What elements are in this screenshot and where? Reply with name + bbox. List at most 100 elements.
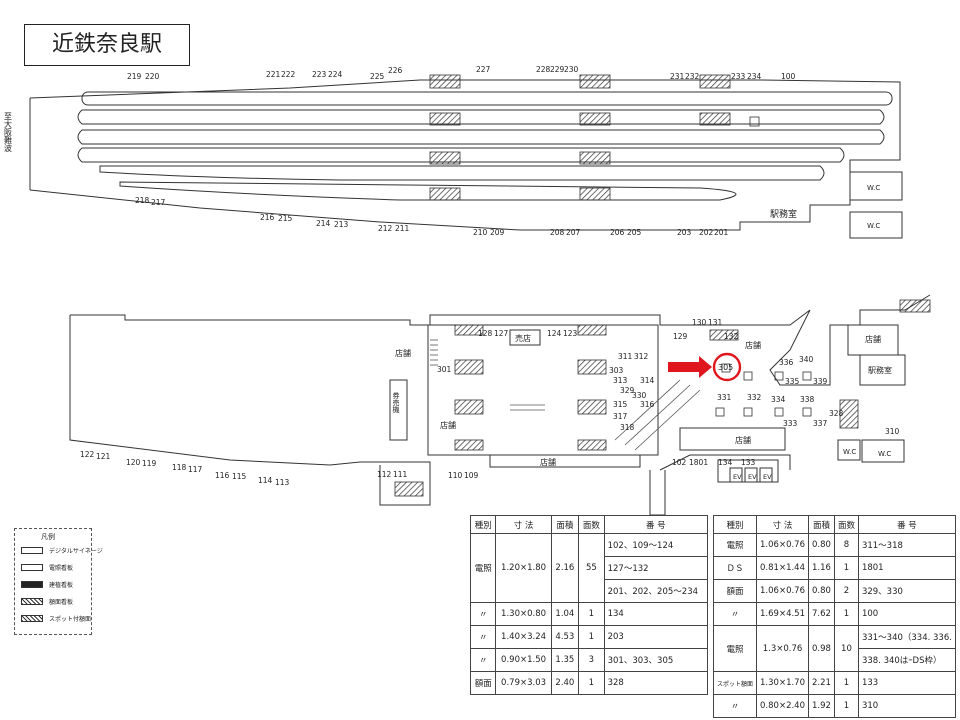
page-title: 近鉄奈良駅 xyxy=(24,24,190,66)
framed-sign-icon xyxy=(21,598,43,605)
svg-text:316: 316 xyxy=(640,400,655,409)
svg-text:313: 313 xyxy=(613,376,628,385)
sign-number: 100 xyxy=(781,72,796,81)
ticket-machine-label: 券売機 xyxy=(392,391,400,414)
lower-number-labels: 128 127 124 123 130 131 129 132 311 312 … xyxy=(80,318,900,487)
svg-text:102: 102 xyxy=(672,458,687,467)
svg-text:332: 332 xyxy=(747,393,762,402)
svg-text:303: 303 xyxy=(609,366,624,375)
sign-number: 206 xyxy=(610,228,625,237)
svg-text:339: 339 xyxy=(813,377,828,386)
svg-text:120: 120 xyxy=(126,458,141,467)
upper-bottom-number-labels: 218 217 216 215 214 213 212 211 210 209 … xyxy=(135,196,729,237)
highlight-number: 305 xyxy=(718,363,733,372)
svg-text:122: 122 xyxy=(80,450,95,459)
col-number: 番 号 xyxy=(603,515,709,534)
lower-station-office: 駅務室 xyxy=(868,365,892,375)
sign-number: 213 xyxy=(334,220,349,229)
shop-label: 店舗 xyxy=(865,334,881,344)
svg-text:312: 312 xyxy=(634,352,649,361)
spot-framed-sign-icon xyxy=(21,615,43,622)
sign-number: 209 xyxy=(490,228,505,237)
escalator-stripes xyxy=(430,339,701,451)
svg-text:112: 112 xyxy=(377,470,392,479)
svg-text:318: 318 xyxy=(620,423,635,432)
legend-item: スポット付額面 xyxy=(21,613,91,625)
svg-text:338: 338 xyxy=(800,395,815,404)
upper-wc-1: W.C xyxy=(867,184,880,192)
col-type: 種別 xyxy=(712,515,758,534)
sign-number: 229 xyxy=(550,65,565,74)
upper-wc-2: W.C xyxy=(867,222,880,230)
sign-number: 228 xyxy=(536,65,551,74)
legend-item: 建植看板 xyxy=(21,579,91,591)
table-row: 338. 340はｰDS枠） xyxy=(714,648,956,672)
shop-label: 店舗 xyxy=(440,420,456,430)
svg-text:1801: 1801 xyxy=(689,458,708,467)
col-type: 種別 xyxy=(469,515,497,534)
sign-number: 224 xyxy=(328,70,343,79)
table-header-row: 種別 寸 法 面積 面数 番 号 xyxy=(712,515,956,534)
sign-number: 232 xyxy=(685,72,700,81)
col-count: 面数 xyxy=(578,515,605,534)
legend-item: デジタルサイネージ xyxy=(21,545,103,557)
svg-text:129: 129 xyxy=(673,332,688,341)
lower-wc-2: W.C xyxy=(878,450,891,458)
sign-number: 226 xyxy=(388,66,403,75)
svg-text:340: 340 xyxy=(799,355,814,364)
shop-label: 店舗 xyxy=(735,435,751,445)
lower-wc-1: W.C xyxy=(843,448,856,456)
ev-label: EV xyxy=(733,473,742,481)
svg-text:331: 331 xyxy=(717,393,732,402)
sign-number: 211 xyxy=(395,224,410,233)
sign-number: 216 xyxy=(260,213,275,222)
svg-text:113: 113 xyxy=(275,478,290,487)
lower-area-labels: 売店 店舗 店舗 店舗 店舗 店舗 店舗 駅務室 W.C W.C EV EV E… xyxy=(392,333,892,481)
sign-number: 202 xyxy=(699,228,714,237)
sign-number: 215 xyxy=(278,214,293,223)
highlight-circle xyxy=(712,352,742,382)
svg-text:115: 115 xyxy=(232,472,247,481)
svg-text:330: 330 xyxy=(632,391,647,400)
lit-sign-icon xyxy=(21,564,43,571)
svg-text:118: 118 xyxy=(172,463,187,472)
svg-text:317: 317 xyxy=(613,412,628,421)
svg-text:310: 310 xyxy=(885,427,900,436)
direction-label: 至大阪難波 xyxy=(4,112,13,153)
upper-top-number-labels: 219 220 221 222 223 224 225 226 227 228 … xyxy=(127,65,796,81)
svg-text:111: 111 xyxy=(393,470,408,479)
upper-station-office: 駅務室 xyxy=(770,208,797,220)
ev-label: EV xyxy=(763,473,772,481)
svg-text:132: 132 xyxy=(724,332,739,341)
col-size: 寸 法 xyxy=(495,515,552,534)
sign-number: 205 xyxy=(627,228,642,237)
table-header-row: 種別 寸 法 面積 面数 番 号 xyxy=(469,515,709,534)
svg-text:127: 127 xyxy=(494,329,509,338)
col-area: 面積 xyxy=(808,515,835,534)
sign-number: 217 xyxy=(151,198,166,207)
svg-text:121: 121 xyxy=(96,452,111,461)
standing-sign-icon xyxy=(21,581,43,588)
svg-text:117: 117 xyxy=(188,465,203,474)
legend-item: 電照看板 xyxy=(21,562,91,574)
shop-label: 店舗 xyxy=(540,457,556,467)
stall-label: 売店 xyxy=(515,333,531,343)
svg-text:130: 130 xyxy=(692,318,707,327)
shop-label: 店舗 xyxy=(395,348,411,358)
svg-text:333: 333 xyxy=(783,419,798,428)
sign-number: 208 xyxy=(550,228,565,237)
sign-number: 231 xyxy=(670,72,685,81)
sign-number: 219 xyxy=(127,72,142,81)
digital-signage-icon xyxy=(21,547,43,554)
sign-number: 225 xyxy=(370,72,385,81)
col-size: 寸 法 xyxy=(756,515,809,534)
svg-text:335: 335 xyxy=(785,377,800,386)
